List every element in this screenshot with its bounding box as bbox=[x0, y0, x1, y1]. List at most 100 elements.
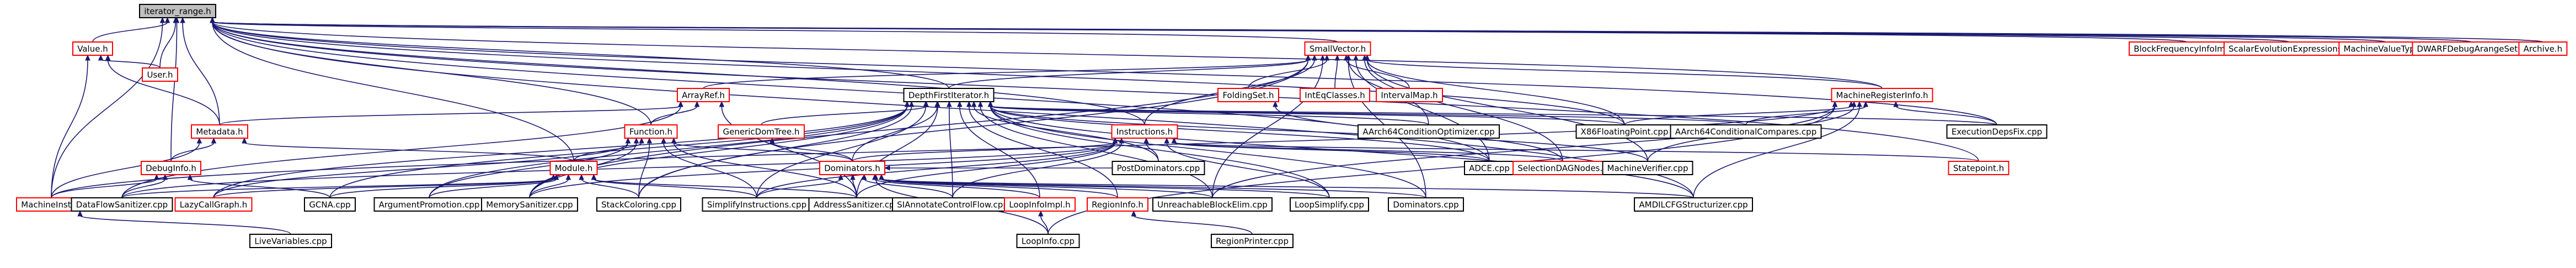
node-box bbox=[142, 67, 178, 82]
graph-node[interactable]: Metadata.h bbox=[191, 124, 248, 139]
graph-node[interactable]: Value.h bbox=[72, 41, 113, 56]
node-box bbox=[1004, 197, 1076, 212]
dependency-edge bbox=[772, 142, 853, 162]
graph-node[interactable]: MachineRegisterInfo.h bbox=[1831, 88, 1933, 102]
graph-node[interactable]: MemorySanitizer.cpp bbox=[481, 197, 578, 212]
dependency-edge bbox=[1355, 59, 1490, 162]
edge-arrowhead bbox=[159, 17, 165, 23]
graph-node[interactable]: iterator_range.h bbox=[139, 4, 216, 18]
graph-node[interactable]: X86FloatingPoint.cpp bbox=[1575, 124, 1674, 139]
graph-node[interactable]: UnreachableBlockElim.cpp bbox=[1152, 197, 1273, 212]
node-label: AMDILCFGStructurizer.cpp bbox=[1639, 200, 1747, 210]
graph-node[interactable]: AMDILCFGStructurizer.cpp bbox=[1634, 197, 1753, 212]
dependency-edge bbox=[1212, 106, 1836, 198]
node-label: AArch64ConditionalCompares.cpp bbox=[1675, 127, 1816, 137]
dependency-edge bbox=[593, 178, 757, 198]
edge-arrowhead bbox=[977, 101, 984, 107]
graph-node[interactable]: LazyCallGraph.h bbox=[174, 197, 253, 212]
graph-node[interactable]: AddressSanitizer.cpp bbox=[808, 197, 905, 212]
graph-node[interactable]: ArrayRef.h bbox=[677, 88, 730, 102]
node-label: ArrayRef.h bbox=[682, 91, 725, 101]
node-box bbox=[141, 161, 201, 175]
dependency-edge bbox=[703, 59, 1309, 89]
edge-arrowhead bbox=[908, 101, 915, 107]
graph-node[interactable]: AArch64ConditionalCompares.cpp bbox=[1670, 124, 1822, 139]
node-box bbox=[1602, 161, 1693, 175]
graph-node[interactable]: Instructions.h bbox=[1111, 124, 1178, 139]
graph-node[interactable]: RegionPrinter.cpp bbox=[1211, 234, 1294, 248]
graph-node[interactable]: DebugInfo.h bbox=[141, 161, 201, 175]
graph-node[interactable]: ArgumentPromotion.cpp bbox=[373, 197, 485, 212]
graph-node[interactable]: ADCE.cpp bbox=[1464, 161, 1515, 175]
graph-node[interactable]: RegionInfo.h bbox=[1087, 197, 1148, 212]
graph-node[interactable]: Module.h bbox=[549, 161, 598, 175]
dependency-edge bbox=[213, 106, 908, 198]
graph-node[interactable]: ScalarEvolutionExpressions.h bbox=[2224, 41, 2355, 56]
node-box bbox=[1358, 124, 1500, 139]
node-box bbox=[1634, 197, 1753, 212]
dependency-edge bbox=[1693, 106, 1860, 198]
node-label: IntEqClasses.h bbox=[1305, 91, 1365, 101]
node-label: RegionInfo.h bbox=[1092, 200, 1143, 210]
edge-arrowhead bbox=[1312, 54, 1317, 61]
dependency-edge bbox=[212, 22, 574, 162]
edge-arrowhead bbox=[180, 17, 185, 23]
graph-node[interactable]: Statepoint.h bbox=[1948, 161, 2010, 175]
dependency-edge bbox=[212, 22, 2290, 43]
graph-node[interactable]: PostDominators.cpp bbox=[1111, 161, 1205, 175]
dependency-edge bbox=[1624, 106, 1852, 125]
node-box bbox=[304, 197, 356, 212]
graph-node[interactable]: Dominators.cpp bbox=[1388, 197, 1464, 212]
graph-node[interactable]: FoldingSet.h bbox=[1217, 88, 1279, 102]
graph-node[interactable]: User.h bbox=[142, 67, 178, 82]
graph-node[interactable]: SmallVector.h bbox=[1304, 41, 1371, 56]
edge-arrowhead bbox=[154, 174, 159, 180]
graph-node[interactable]: IntEqClasses.h bbox=[1300, 88, 1370, 102]
graph-node[interactable]: SimplifyInstructions.cpp bbox=[702, 197, 812, 212]
graph-node[interactable]: StackColoring.cpp bbox=[596, 197, 681, 212]
graph-node[interactable]: DWARFDebugArangeSet.h bbox=[2412, 41, 2531, 56]
node-label: RegionPrinter.cpp bbox=[1216, 237, 1289, 246]
graph-node[interactable]: SelectionDAGNodes.h bbox=[1513, 161, 1613, 175]
graph-node[interactable]: LoopInfoImpl.h bbox=[1004, 197, 1076, 212]
edge-arrowhead bbox=[1362, 54, 1367, 61]
graph-node[interactable]: IntervalMap.h bbox=[1376, 88, 1443, 102]
dependency-edge bbox=[92, 22, 168, 43]
dependency-edge bbox=[990, 106, 1490, 162]
edge-arrowhead bbox=[1334, 54, 1340, 61]
graph-node[interactable]: Dominators.h bbox=[819, 161, 885, 175]
edge-arrowhead bbox=[211, 137, 217, 144]
dependency-edge bbox=[212, 22, 1997, 125]
edge-arrowhead bbox=[987, 101, 993, 107]
graph-node[interactable]: LoopSimplify.cpp bbox=[1290, 197, 1369, 212]
dependency-edge bbox=[973, 106, 1159, 162]
graph-node[interactable]: DataFlowSanitizer.cpp bbox=[71, 197, 173, 212]
dependency-edge bbox=[1146, 142, 1159, 162]
graph-node[interactable]: SIAnnotateControlFlow.cpp bbox=[892, 197, 1013, 212]
graph-node[interactable]: ExecutionDepsFix.cpp bbox=[1946, 124, 2048, 139]
graph-node[interactable]: GCNA.cpp bbox=[304, 197, 356, 212]
graph-node[interactable]: LiveVariables.cpp bbox=[249, 234, 332, 248]
node-box bbox=[1211, 234, 1294, 248]
graph-node[interactable]: DepthFirstIterator.h bbox=[903, 88, 995, 102]
node-box bbox=[139, 4, 216, 18]
dependency-edge bbox=[1366, 59, 1625, 125]
graph-node[interactable]: MachineVerifier.cpp bbox=[1602, 161, 1693, 175]
dependency-edge bbox=[761, 106, 927, 125]
node-label: Metadata.h bbox=[196, 127, 243, 137]
dependency-edge bbox=[864, 178, 953, 198]
edge-arrowhead bbox=[105, 54, 111, 61]
dependency-edge bbox=[638, 142, 650, 198]
node-label: Dominators.cpp bbox=[1393, 200, 1458, 210]
graph-node[interactable]: AArch64ConditionOptimizer.cpp bbox=[1358, 124, 1500, 139]
node-label: MemorySanitizer.cpp bbox=[486, 200, 573, 210]
edge-arrowhead bbox=[923, 101, 929, 107]
graph-node[interactable]: GenericDomTree.h bbox=[718, 124, 805, 139]
node-label: Dominators.h bbox=[824, 164, 880, 174]
graph-node[interactable]: Function.h bbox=[624, 124, 678, 139]
graph-node[interactable]: Archive.h bbox=[2518, 41, 2568, 56]
graph-node[interactable]: LoopInfo.cpp bbox=[1016, 234, 1080, 248]
dependency-edge bbox=[170, 142, 215, 162]
dependency-edge bbox=[429, 106, 908, 198]
graph-edges bbox=[51, 17, 2543, 235]
